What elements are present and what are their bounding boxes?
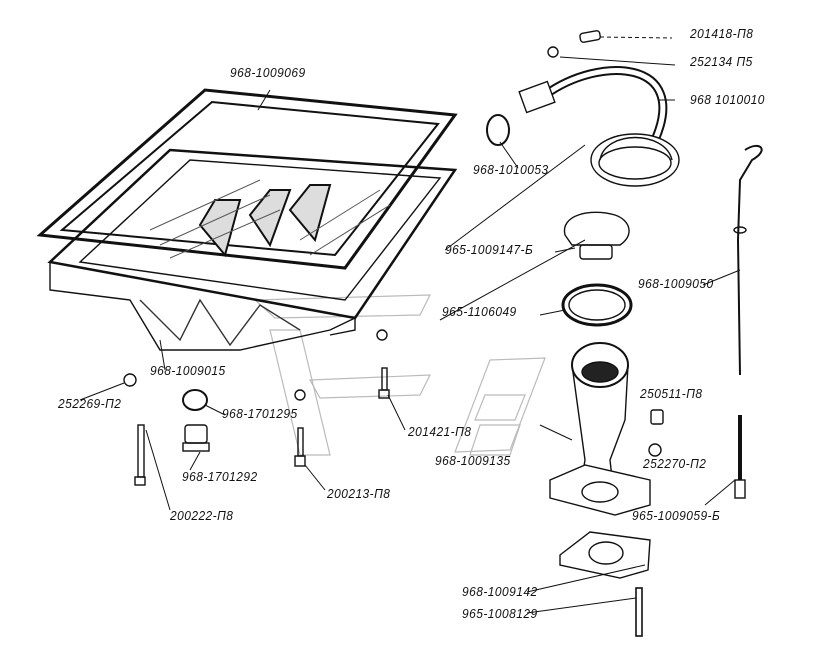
neck-gasket-part [526, 531, 651, 593]
label-bolt-middle: 201421-П8 [408, 424, 472, 439]
top-washer-part [547, 46, 676, 66]
label-bolt-long: 200222-П8 [170, 508, 234, 523]
label-dipstick-tube: 965-1009059-Б [632, 508, 721, 523]
short-bolt-part [294, 427, 326, 491]
label-washer-left: 252269-П2 [58, 396, 122, 411]
label-bolt-top: 201418-П8 [690, 26, 754, 41]
left-washer-part [79, 373, 137, 401]
pickup-tube-part [518, 66, 680, 187]
label-washer-right: 252270-П2 [643, 456, 707, 471]
stud-part [526, 587, 643, 637]
filler-cap-part [554, 211, 630, 260]
watermark-logo [253, 294, 546, 456]
right-washer-part [648, 443, 662, 457]
oil-pan-gasket-part [36, 88, 458, 270]
middle-bolt-part [378, 367, 406, 431]
label-filler-neck: 968-1009135 [435, 453, 511, 468]
label-nut-right: 250511-П8 [640, 386, 703, 401]
right-nut-part [650, 409, 664, 425]
label-washer-top: 252134 П5 [690, 54, 753, 69]
label-oil-pan: 968-1009015 [150, 363, 226, 378]
pickup-seal-part [486, 114, 519, 169]
label-dipstick: 968-1009050 [638, 276, 714, 291]
long-bolt-part [134, 424, 171, 511]
dipstick-tube-part [704, 415, 746, 506]
label-drain-plug: 968-1701292 [182, 469, 258, 484]
label-drain-plug-washer: 968-1701295 [222, 406, 298, 421]
filler-neck-part [539, 342, 651, 516]
drain-washer-part [182, 389, 226, 416]
top-bolt-part [579, 30, 673, 43]
label-neck-gasket: 968-1009142 [462, 584, 538, 599]
filler-gasket-part [539, 283, 633, 327]
label-oil-pan-gasket: 968-1009069 [230, 65, 306, 80]
dipstick-part [702, 144, 763, 376]
middle-washer-part [294, 329, 388, 401]
label-pickup-seal: 968-1010053 [473, 162, 549, 177]
drain-plug-part [182, 424, 210, 471]
label-oil-pickup-tube: 968 1010010 [690, 92, 765, 107]
label-bolt-short: 200213-П8 [327, 486, 391, 501]
label-stud: 965-1008129 [462, 606, 538, 621]
oil-pan-part [47, 148, 458, 351]
label-filler-cap: 965-1009147-Б [445, 242, 534, 257]
label-filler-gasket: 965-1106049 [442, 304, 517, 319]
